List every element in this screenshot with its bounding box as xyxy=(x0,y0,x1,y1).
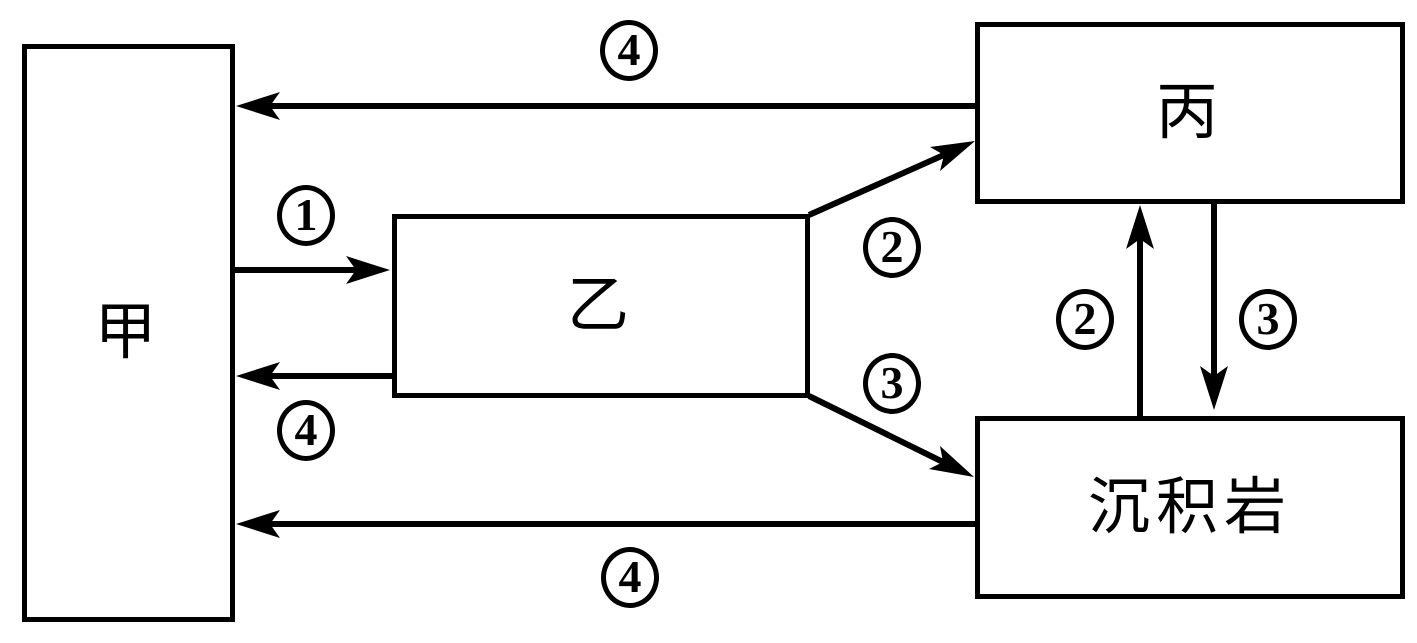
arrowhead-left-icon xyxy=(236,92,280,120)
arrow-bing-to-sedimentary xyxy=(1200,203,1228,410)
arrow-sedimentary-to-bing xyxy=(1126,205,1154,416)
box-sedimentary-rock: 沉积岩 xyxy=(975,416,1405,599)
arrow-yi-to-jia xyxy=(236,362,392,390)
circled-number-2-vertical: 2 xyxy=(1056,289,1114,350)
arrowhead-left-icon xyxy=(236,362,280,390)
box-bing: 丙 xyxy=(975,22,1405,204)
arrowhead-left-icon xyxy=(236,510,280,538)
circled-number-3-vertical: 3 xyxy=(1239,289,1297,350)
arrow-sedimentary-to-jia xyxy=(236,510,975,538)
circled-number-4-left: 4 xyxy=(277,400,335,461)
circled-number-4-bottom: 4 xyxy=(601,547,659,608)
circled-number-4-top: 4 xyxy=(600,20,658,81)
arrow-yi-to-sedimentary xyxy=(807,393,974,477)
arrowhead-downright-icon xyxy=(929,446,974,477)
arrowhead-down-icon xyxy=(1200,366,1228,410)
box-jia: 甲 xyxy=(22,44,235,622)
circled-number-3-diagonal: 3 xyxy=(863,353,921,414)
box-yi: 乙 xyxy=(392,214,810,398)
circled-number-1: 1 xyxy=(277,185,335,246)
box-bing-label: 丙 xyxy=(1155,79,1224,147)
arrow-yi-to-bing xyxy=(807,141,975,218)
arrow-jia-to-yi xyxy=(234,256,390,284)
circled-number-2-diagonal: 2 xyxy=(863,217,921,278)
box-sedimentary-rock-label: 沉积岩 xyxy=(1087,473,1292,542)
box-yi-label: 乙 xyxy=(566,272,635,340)
arrow-bing-to-jia xyxy=(236,92,975,120)
arrowhead-right-icon xyxy=(346,256,390,284)
arrowhead-up-icon xyxy=(1126,205,1154,249)
arrowhead-upright-icon xyxy=(930,141,975,171)
box-jia-label: 甲 xyxy=(94,299,163,367)
